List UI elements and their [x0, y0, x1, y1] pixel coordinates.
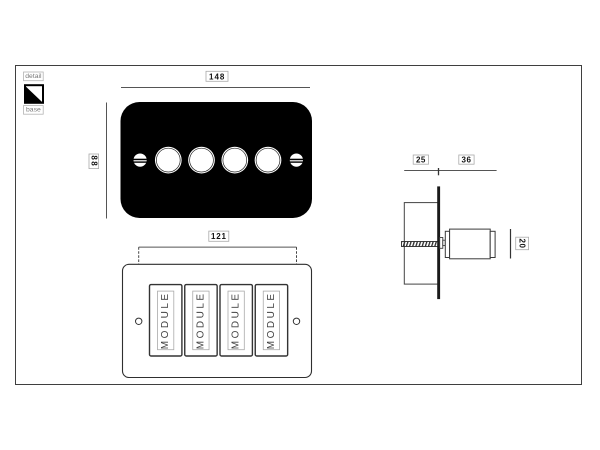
svg-text:detail: detail — [25, 73, 42, 80]
svg-text:MODULE: MODULE — [195, 291, 206, 349]
svg-text:20: 20 — [518, 239, 527, 249]
svg-text:25: 25 — [416, 156, 426, 165]
svg-text:121: 121 — [211, 232, 227, 241]
svg-text:MODULE: MODULE — [266, 291, 277, 349]
svg-text:36: 36 — [462, 156, 472, 165]
svg-text:MODULE: MODULE — [160, 291, 171, 349]
svg-text:MODULE: MODULE — [231, 291, 242, 349]
svg-text:88: 88 — [89, 155, 98, 167]
svg-text:base: base — [26, 107, 41, 114]
svg-text:148: 148 — [209, 72, 225, 81]
